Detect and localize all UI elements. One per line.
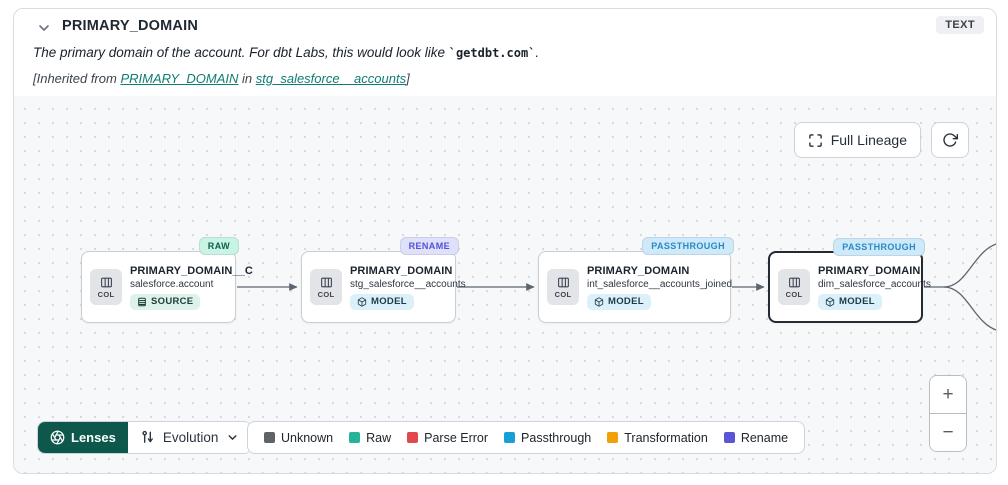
legend-item-unknown: Unknown [264, 431, 333, 445]
column-chip: COL [90, 269, 122, 305]
resource-type-tag: SOURCE [130, 293, 201, 310]
status-badge: PASSTHROUGH [642, 237, 734, 255]
status-badge: PASSTHROUGH [833, 238, 925, 256]
columns-icon [100, 277, 112, 287]
status-badge: RENAME [399, 237, 459, 255]
collapse-chevron-icon[interactable] [36, 20, 52, 36]
node-column-name: PRIMARY_DOMAIN [350, 264, 453, 277]
column-chip: COL [310, 269, 342, 305]
legend-swatch [264, 432, 275, 443]
zoom-divider [930, 413, 966, 414]
columns-icon [557, 277, 569, 287]
lenses-button[interactable]: Lenses [38, 422, 128, 453]
node-model-name: salesforce.account [130, 278, 214, 290]
node-column-name: PRIMARY_DOMAIN [587, 264, 690, 277]
lineage-node-salesforce-account[interactable]: RAW COL PRIMARY_DOMAIN__C salesforce.acc… [81, 237, 253, 323]
node-model-name: int_salesforce__accounts_joined [587, 278, 733, 290]
column-chip: COL [547, 269, 579, 305]
description-text: The primary domain of the account. For d… [33, 45, 449, 60]
lenses-control: Lenses Evolution [37, 421, 253, 454]
node-model-name: stg_salesforce__accounts [350, 278, 466, 290]
evolution-legend: Unknown Raw Parse Error Passthrough Tran… [247, 421, 806, 454]
legend-swatch [723, 432, 735, 443]
lineage-node-dim-salesforce-accounts[interactable]: PASSTHROUGH COL PRIMARY_DOMAIN dim_sales… [768, 238, 931, 323]
description-code: `getdbt.com` [448, 46, 536, 60]
legend-swatch [349, 432, 361, 443]
chevron-down-icon [228, 435, 237, 440]
resource-type-tag: MODEL [818, 293, 882, 310]
zoom-in-button[interactable]: + [930, 376, 966, 413]
full-lineage-label: Full Lineage [830, 132, 907, 148]
lenses-label: Lenses [71, 430, 116, 445]
refresh-button[interactable] [931, 122, 969, 158]
inherited-column-link[interactable]: PRIMARY_DOMAIN [120, 71, 239, 86]
legend-item-transformation: Transformation [607, 431, 708, 445]
column-description: The primary domain of the account. For d… [33, 45, 540, 60]
resource-type-tag: MODEL [350, 293, 414, 310]
model-cube-icon [594, 296, 604, 307]
inherited-note: [Inherited from PRIMARY_DOMAIN in stg_sa… [33, 71, 410, 86]
legend-item-raw: Raw [349, 431, 391, 445]
expand-icon [808, 133, 822, 147]
zoom-controls: + − [929, 375, 967, 452]
lineage-node-stg-salesforce-accounts[interactable]: RENAME COL PRIMARY_DOMAIN stg_salesforce… [301, 237, 466, 323]
columns-icon [788, 277, 800, 287]
column-lineage-panel: PRIMARY_DOMAIN TEXT The primary domain o… [13, 8, 997, 474]
model-cube-icon [825, 296, 835, 307]
lineage-node-int-salesforce-accounts-joined[interactable]: PASSTHROUGH COL PRIMARY_DOMAIN int_sales… [538, 237, 734, 323]
edge-dim-out-upper [924, 243, 996, 288]
legend-swatch [607, 432, 619, 443]
aperture-icon [50, 430, 65, 445]
lens-selected-label: Evolution [162, 430, 219, 445]
node-model-name: dim_salesforce_accounts [818, 278, 931, 290]
model-cube-icon [357, 296, 367, 307]
column-title: PRIMARY_DOMAIN [62, 18, 198, 34]
resource-type-tag: MODEL [587, 293, 651, 310]
node-column-name: PRIMARY_DOMAIN [818, 264, 921, 277]
panel-header: PRIMARY_DOMAIN TEXT The primary domain o… [14, 9, 996, 97]
inherited-model-link[interactable]: stg_salesforce__accounts [255, 71, 407, 86]
refresh-icon [943, 133, 958, 147]
full-lineage-button[interactable]: Full Lineage [793, 122, 921, 158]
source-icon [138, 297, 146, 306]
legend-item-parse-error: Parse Error [407, 431, 488, 445]
evolution-icon [142, 430, 153, 443]
column-type-badge: TEXT [936, 16, 984, 34]
legend-item-passthrough: Passthrough [504, 431, 591, 445]
legend-swatch [504, 432, 516, 443]
legend-item-rename: Rename [723, 431, 788, 445]
node-column-name: PRIMARY_DOMAIN__C [130, 264, 253, 277]
legend-swatch [407, 432, 419, 443]
column-chip: COL [778, 269, 810, 305]
zoom-out-button[interactable]: − [930, 414, 966, 451]
edge-dim-out-lower [943, 286, 996, 331]
status-badge: RAW [198, 237, 239, 255]
lens-select[interactable]: Evolution [127, 422, 252, 453]
lineage-canvas[interactable]: RAW COL PRIMARY_DOMAIN__C salesforce.acc… [14, 96, 996, 473]
columns-icon [320, 277, 332, 287]
